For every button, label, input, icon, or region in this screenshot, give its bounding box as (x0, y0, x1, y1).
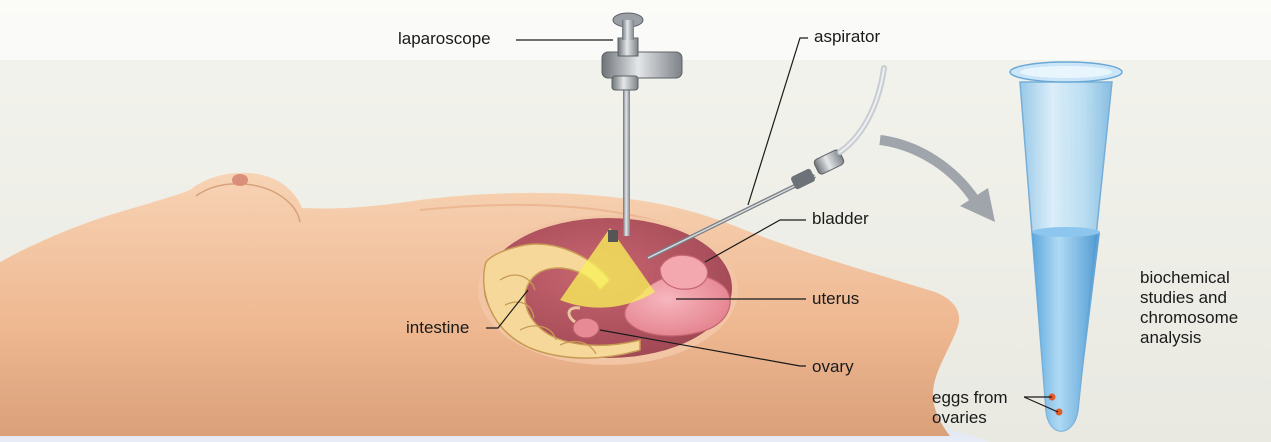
label-intestine: intestine (406, 318, 469, 338)
label-laparoscope: laparoscope (398, 29, 491, 49)
label-ovary: ovary (812, 357, 854, 377)
nipple (232, 174, 248, 186)
label-uterus: uterus (812, 289, 859, 309)
label-bladder: bladder (812, 209, 869, 229)
label-studies: biochemical studies and chromosome analy… (1140, 268, 1238, 348)
label-eggs: eggs from ovaries (932, 388, 1008, 428)
ovary (573, 318, 599, 338)
label-aspirator: aspirator (814, 27, 880, 47)
bladder (660, 255, 708, 289)
